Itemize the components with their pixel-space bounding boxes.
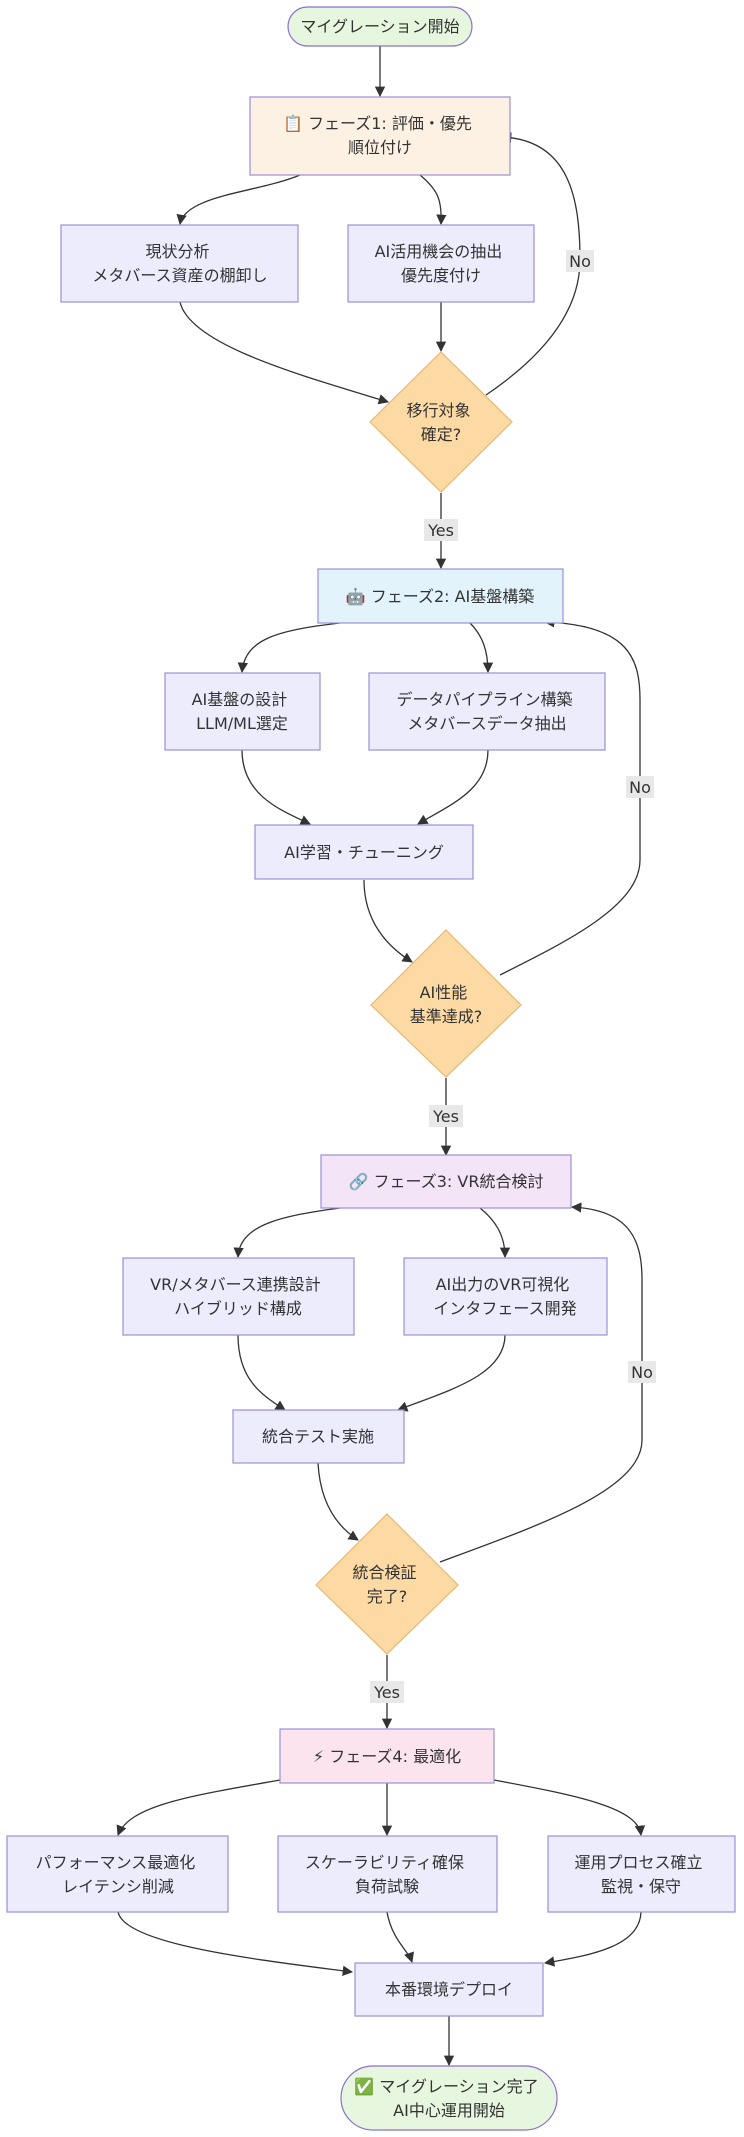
svg-text:AI学習・チューニング: AI学習・チューニング bbox=[284, 843, 444, 862]
decision3-node: 統合検証 完了? bbox=[315, 1513, 459, 1655]
edge-phase1-ai-opportunity bbox=[419, 174, 447, 226]
edge-label-d1-yes: Yes bbox=[424, 519, 458, 541]
svg-text:⚡ フェーズ4: 最適化: ⚡ フェーズ4: 最適化 bbox=[313, 1747, 461, 1766]
edge-performance-deploy bbox=[117, 1911, 354, 1976]
edges bbox=[116, 46, 646, 2067]
ai-design-node: AI基盤の設計 LLM/ML選定 bbox=[164, 672, 321, 751]
operations-node: 運用プロセス確立 監視・保守 bbox=[547, 1835, 736, 1913]
svg-text:運用プロセス確立 監視・保守: 運用プロセス確立 監視・保守 bbox=[574, 1853, 707, 1896]
svg-text:データパイプライン構築 メタバースデータ抽出: データパイプライン構築 メタバースデータ抽出 bbox=[396, 690, 577, 733]
svg-text:🤖 フェーズ2: AI基盤構築: 🤖 フェーズ2: AI基盤構築 bbox=[346, 587, 535, 606]
svg-text:AI出力のVR可視化 インタフェース開発: AI出力のVR可視化 インタフェース開発 bbox=[433, 1275, 576, 1318]
svg-text:統合検証 完了?: 統合検証 完了? bbox=[352, 1563, 421, 1606]
edge-phase1-analysis bbox=[176, 174, 301, 226]
edge-decision3-phase3-no bbox=[439, 1202, 643, 1563]
svg-text:統合テスト実施: 統合テスト実施 bbox=[262, 1427, 374, 1446]
edge-decision2-phase2-no bbox=[499, 617, 641, 976]
start-node: マイグレーション開始 bbox=[287, 6, 473, 47]
svg-text:📋 フェーズ1: 評価・優先 順位付け: 📋 フェーズ1: 評価・優先 順位付け bbox=[283, 114, 477, 157]
svg-text:マイグレーション開始: マイグレーション開始 bbox=[300, 17, 459, 36]
integration-test-node: 統合テスト実施 bbox=[232, 1409, 405, 1464]
phase3-node: 🔗 フェーズ3: VR統合検討 bbox=[320, 1154, 572, 1209]
edge-vr-design-integration-test bbox=[237, 1334, 286, 1411]
svg-text:移行対象 確定?: 移行対象 確定? bbox=[406, 401, 475, 444]
edge-phase3-vr-design bbox=[233, 1207, 341, 1259]
svg-text:No: No bbox=[631, 1363, 653, 1382]
svg-text:✅ マイグレーション完了 AI中心運用開始: ✅ マイグレーション完了 AI中心運用開始 bbox=[354, 2077, 543, 2120]
decision1-node: 移行対象 確定? bbox=[369, 351, 513, 493]
edge-operations-deploy bbox=[543, 1911, 642, 1967]
ai-training-node: AI学習・チューニング bbox=[254, 824, 474, 880]
svg-text:Yes: Yes bbox=[427, 521, 454, 540]
performance-node: パフォーマンス最適化 レイテンシ削減 bbox=[6, 1835, 229, 1913]
svg-text:AI活用機会の抽出 優先度付け: AI活用機会の抽出 優先度付け bbox=[375, 242, 508, 285]
svg-text:スケーラビリティ確保 負荷試験: スケーラビリティ確保 負荷試験 bbox=[305, 1853, 469, 1896]
edge-label-d3-yes: Yes bbox=[370, 1681, 404, 1703]
edge-analysis-decision1 bbox=[179, 301, 389, 405]
edge-phase2-data-pipeline bbox=[469, 622, 494, 674]
edge-label-d2-no: No bbox=[626, 776, 654, 798]
svg-text:No: No bbox=[569, 252, 591, 271]
phase1-node: 📋 フェーズ1: 評価・優先 順位付け bbox=[249, 96, 511, 176]
svg-text:Yes: Yes bbox=[432, 1107, 459, 1126]
ai-vr-node: AI出力のVR可視化 インタフェース開発 bbox=[403, 1257, 608, 1336]
svg-text:本番環境デプロイ: 本番環境デプロイ bbox=[385, 1980, 513, 1999]
ai-opportunity-node: AI活用機会の抽出 優先度付け bbox=[347, 224, 535, 303]
edge-ai-training-decision2 bbox=[363, 879, 413, 963]
edge-labels: No Yes No Yes No Yes bbox=[370, 250, 656, 1703]
edge-label-d2-yes: Yes bbox=[429, 1105, 463, 1127]
edge-phase3-ai-vr bbox=[479, 1207, 511, 1259]
edge-ai-vr-integration-test bbox=[397, 1334, 506, 1412]
svg-text:No: No bbox=[629, 778, 651, 797]
svg-text:Yes: Yes bbox=[373, 1683, 400, 1702]
edge-scalability-deploy bbox=[386, 1911, 414, 1963]
svg-text:AI性能 基準達成?: AI性能 基準達成? bbox=[410, 983, 483, 1026]
svg-text:AI基盤の設計 LLM/ML選定: AI基盤の設計 LLM/ML選定 bbox=[192, 690, 293, 733]
edge-label-d3-no: No bbox=[628, 1361, 656, 1383]
decision2-node: AI性能 基準達成? bbox=[370, 929, 522, 1078]
svg-text:VR/メタバース連携設計 ハイブリッド構成: VR/メタバース連携設計 ハイブリッド構成 bbox=[150, 1275, 326, 1318]
scalability-node: スケーラビリティ確保 負荷試験 bbox=[277, 1835, 498, 1913]
edge-integration-test-decision3 bbox=[317, 1462, 359, 1541]
phase2-node: 🤖 フェーズ2: AI基盤構築 bbox=[317, 568, 564, 624]
deploy-node: 本番環境デプロイ bbox=[354, 1962, 544, 2017]
data-pipeline-node: データパイプライン構築 メタバースデータ抽出 bbox=[368, 672, 606, 751]
phase4-node: ⚡ フェーズ4: 最適化 bbox=[279, 1728, 495, 1784]
edge-ai-design-ai-training bbox=[241, 749, 311, 825]
svg-text:🔗 フェーズ3: VR統合検討: 🔗 フェーズ3: VR統合検討 bbox=[349, 1172, 544, 1191]
analysis-node: 現状分析 メタバース資産の棚卸し bbox=[60, 224, 299, 303]
edge-label-d1-no: No bbox=[566, 250, 594, 272]
edge-phase4-operations bbox=[493, 1779, 646, 1837]
edge-phase4-performance bbox=[116, 1779, 281, 1836]
edge-data-pipeline-ai-training bbox=[417, 749, 489, 825]
vr-design-node: VR/メタバース連携設計 ハイブリッド構成 bbox=[122, 1257, 355, 1336]
end-node: ✅ マイグレーション完了 AI中心運用開始 bbox=[340, 2065, 558, 2131]
nodes: マイグレーション開始 📋 フェーズ1: 評価・優先 順位付け 現状分析 メタバー… bbox=[6, 6, 736, 2131]
svg-text:パフォーマンス最適化 レイテンシ削減: パフォーマンス最適化 レイテンシ削減 bbox=[36, 1853, 201, 1896]
edge-phase2-ai-design bbox=[237, 622, 341, 674]
svg-text:現状分析 メタバース資産の棚卸し: 現状分析 メタバース資産の棚卸し bbox=[92, 242, 267, 285]
